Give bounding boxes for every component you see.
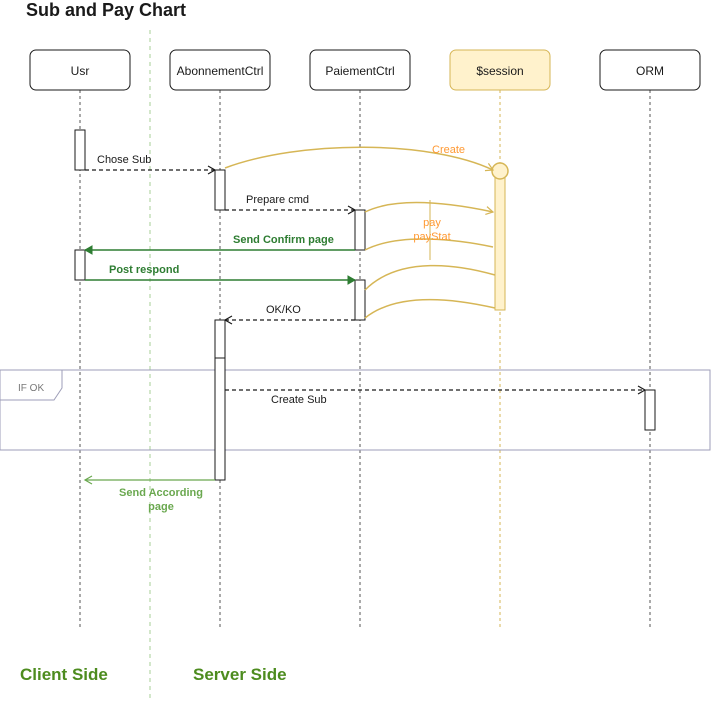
message-label: Send According <box>119 487 203 499</box>
message-create <box>224 146 495 172</box>
diagram-title: Sub and Pay Chart <box>26 0 186 20</box>
message-label: pay <box>423 217 441 229</box>
message-label: page <box>148 501 174 513</box>
message-label: Send Confirm page <box>233 234 334 246</box>
message-session-read-2 <box>364 298 496 319</box>
participant-orm[interactable]: ORM <box>599 49 701 91</box>
fragment-label: IF OK <box>18 383 44 394</box>
activation-orm <box>644 389 656 431</box>
message-session-read-1 <box>364 264 496 291</box>
activation-abonnement-2 <box>214 319 226 481</box>
server-side-label: Server Side <box>193 665 287 684</box>
participant-abonnement-ctrl[interactable]: AbonnementCtrl <box>169 49 271 91</box>
participant-label: AbonnementCtrl <box>177 64 264 78</box>
session-create-point <box>491 162 509 180</box>
activation-session <box>494 169 506 311</box>
participant-session[interactable]: $session <box>449 49 551 91</box>
activation-usr-1 <box>74 129 86 171</box>
message-pay <box>364 201 495 216</box>
message-label: Create <box>432 144 465 156</box>
message-label: Create Sub <box>271 394 327 406</box>
message-label: Chose Sub <box>97 154 151 166</box>
message-label: Prepare cmd <box>246 194 309 206</box>
activation-paiement-1 <box>354 209 366 251</box>
message-label: OK/KO <box>266 304 301 316</box>
alt-fragment: IF OK <box>0 369 711 451</box>
participant-label: Usr <box>71 64 90 78</box>
message-label: payStat <box>413 231 450 243</box>
activation-paiement-2 <box>354 279 366 321</box>
message-label: Post respond <box>109 264 179 276</box>
participant-label: PaiementCtrl <box>325 64 394 78</box>
activation-abonnement-1 <box>214 169 226 211</box>
participant-usr[interactable]: Usr <box>29 49 131 91</box>
participant-paiement-ctrl[interactable]: PaiementCtrl <box>309 49 411 91</box>
participant-label: ORM <box>636 64 664 78</box>
activation-usr-2 <box>74 249 86 281</box>
client-side-label: Client Side <box>20 665 108 684</box>
participant-label: $session <box>476 64 523 78</box>
